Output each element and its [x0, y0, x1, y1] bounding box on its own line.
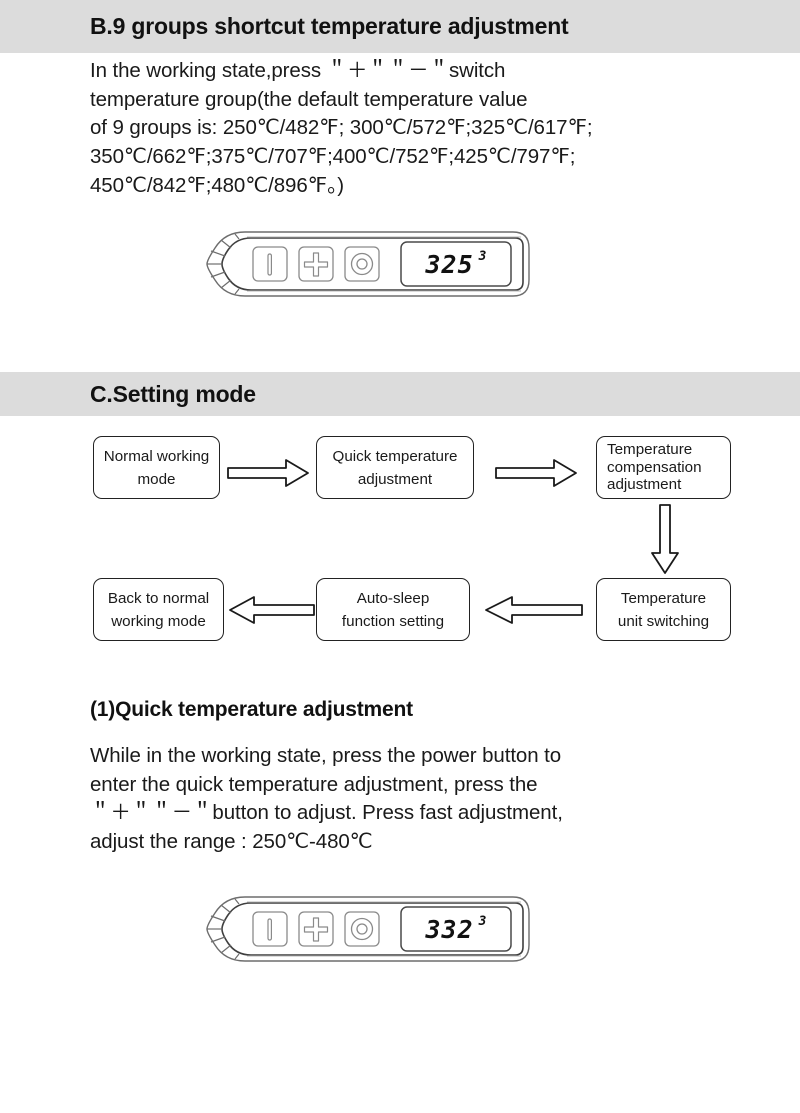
flow-box-quick-temp-adjust[interactable]: Quick temperature adjustment — [316, 436, 474, 499]
section-b-title: B.9 groups shortcut temperature adjustme… — [90, 13, 569, 39]
lcd-temperature-value: 325 — [425, 249, 474, 279]
flow-box-temp-compensation[interactable]: Temperature compensation adjustment — [596, 436, 731, 499]
flow-box-normal-working-mode[interactable]: Normal working mode — [93, 436, 220, 499]
plus-button[interactable] — [298, 911, 334, 947]
flow-box-temp-unit-switching[interactable]: Temperature unit switching — [596, 578, 731, 641]
flow-label-line-2: compensation — [607, 458, 702, 476]
flow-label-line-2: mode — [137, 470, 176, 488]
section-b-body-text: In the working state,press ＂＋＂＂－＂switch … — [90, 59, 593, 197]
arrow-down-3 — [650, 503, 680, 575]
arrow-left-4 — [484, 595, 584, 625]
arrow-left-5 — [228, 595, 316, 625]
device-nozzle-ribs — [207, 233, 240, 295]
section-header-c: C.Setting mode — [0, 372, 800, 416]
arrow-right-2 — [494, 458, 578, 488]
flow-box-back-to-normal[interactable]: Back to normal working mode — [93, 578, 224, 641]
power-bar-button[interactable] — [252, 246, 288, 282]
flow-label-line-2: adjustment — [357, 470, 433, 488]
lcd-temperature-value: 332 — [425, 914, 474, 944]
flow-label-line-2: function setting — [341, 612, 445, 630]
plus-button[interactable] — [298, 246, 334, 282]
device-illustration-332: 332 3 — [203, 893, 533, 965]
flow-label-line-2: unit switching — [617, 612, 710, 630]
flow-label-line-1: Back to normal — [107, 589, 210, 607]
circle-button[interactable] — [344, 246, 380, 282]
flow-label-line-1: Quick temperature — [332, 447, 458, 465]
lcd-group-superscript: 3 — [478, 914, 487, 929]
flow-label-line-1: Auto-sleep — [356, 589, 430, 607]
quick-adjust-body-text: While in the working state, press the po… — [90, 744, 563, 854]
arrow-right-1 — [226, 458, 310, 488]
lcd-display — [400, 906, 512, 952]
flow-box-auto-sleep-setting[interactable]: Auto-sleep function setting — [316, 578, 470, 641]
flow-label-line-1: Temperature — [620, 589, 707, 607]
power-bar-button[interactable] — [252, 911, 288, 947]
device-nozzle-ribs — [207, 898, 240, 960]
device-illustration-325: 325 3 — [203, 228, 533, 300]
flow-label-line-1: Temperature — [607, 441, 693, 459]
flow-label-line-1: Normal working — [103, 447, 210, 465]
flow-label-line-3: adjustment — [607, 476, 682, 494]
circle-button[interactable] — [344, 911, 380, 947]
section-header-b: B.9 groups shortcut temperature adjustme… — [0, 0, 800, 53]
quick-adjust-heading: (1)Quick temperature adjustment — [90, 698, 413, 721]
section-c-title: C.Setting mode — [90, 380, 256, 407]
flow-label-line-2: working mode — [111, 612, 206, 630]
lcd-display — [400, 241, 512, 287]
lcd-group-superscript: 3 — [478, 249, 487, 264]
